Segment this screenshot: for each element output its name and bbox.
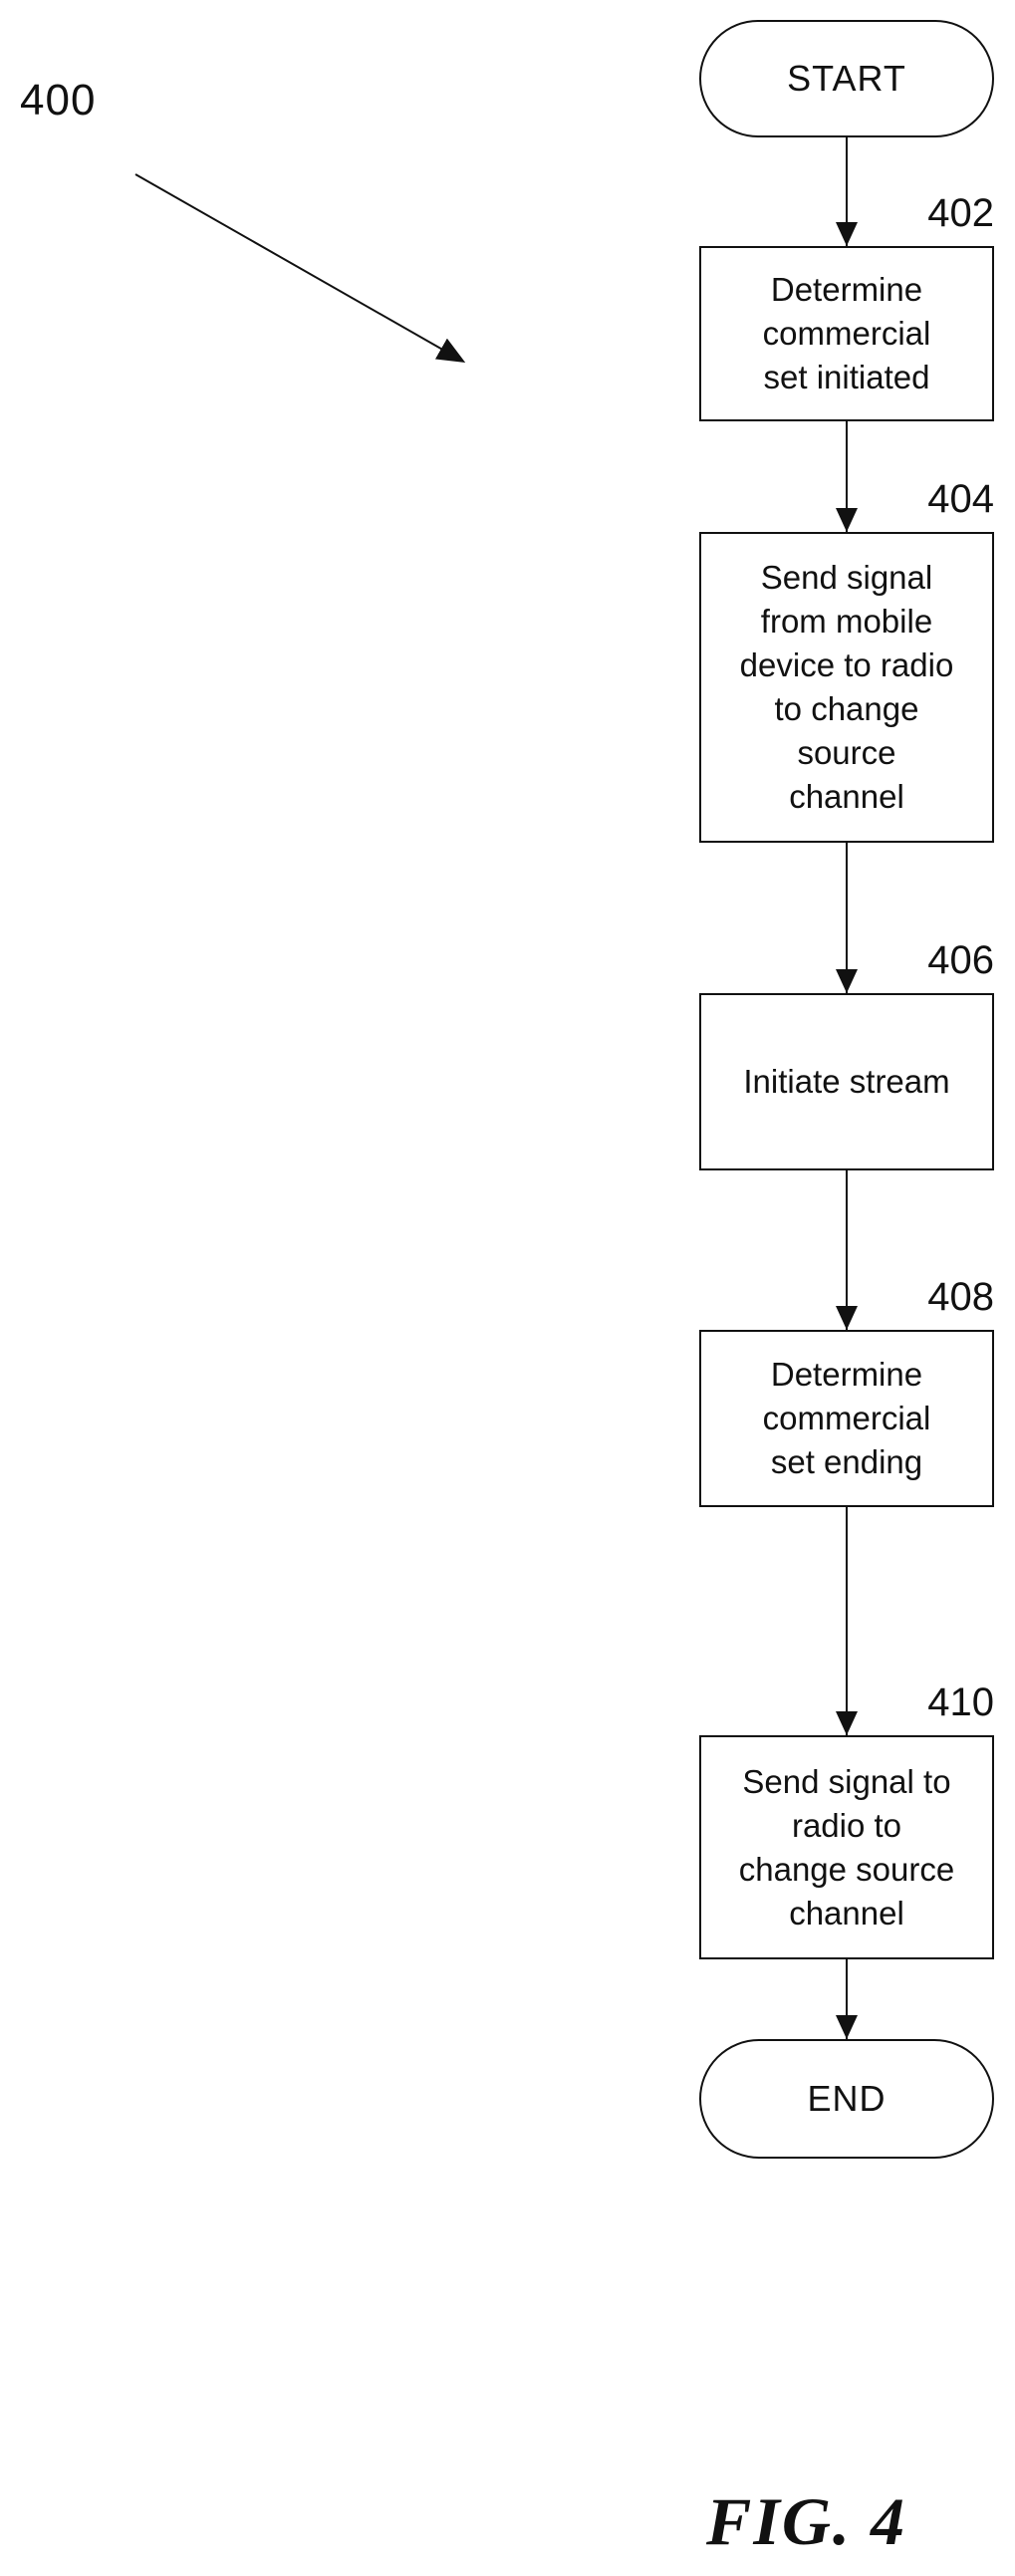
arrow-down-connector-4 — [836, 1170, 858, 1330]
process-box-402: Determine commercial set initiated — [699, 246, 994, 421]
process-box-408: Determine commercial set ending — [699, 1330, 994, 1507]
process-box-404: Send signal from mobile device to radio … — [699, 532, 994, 843]
ref-label-408: 408 — [927, 1275, 994, 1319]
arrow-down-connector-1 — [836, 137, 858, 246]
ref-label-406: 406 — [927, 938, 994, 982]
process-box-406: Initiate stream — [699, 993, 994, 1170]
ref-label-410: 410 — [927, 1680, 994, 1724]
arrow-down-connector-6 — [836, 1959, 858, 2039]
arrow-down-connector-2 — [836, 421, 858, 532]
ref-label-402: 402 — [927, 191, 994, 235]
ref-label-404: 404 — [927, 477, 994, 521]
arrow-down-connector-3 — [836, 843, 858, 993]
figure-caption: FIG. 4 — [706, 2483, 906, 2559]
process-box-410: Send signal to radio to change source ch… — [699, 1735, 994, 1959]
start-terminal: START — [699, 20, 994, 137]
diagonal-arrow-icon — [134, 173, 466, 363]
end-terminal: END — [699, 2039, 994, 2159]
overview-ref-label: 400 — [20, 76, 97, 125]
arrow-down-connector-5 — [836, 1507, 858, 1735]
